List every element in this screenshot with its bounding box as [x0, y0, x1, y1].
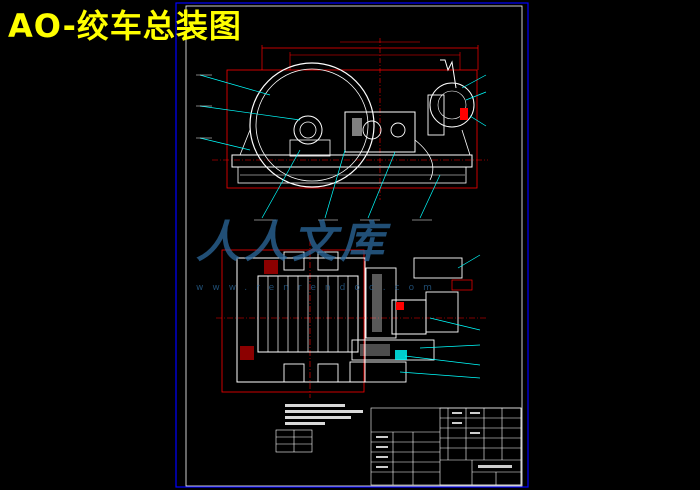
- front-dimension-box: [226, 69, 478, 189]
- technical-notes: [285, 404, 363, 425]
- drum-hub: [293, 115, 323, 145]
- top-dimension-box: [221, 249, 365, 393]
- drum-flange: [249, 62, 375, 188]
- drum-flange-inner: [255, 68, 369, 182]
- watermark-text: 人人文库: [196, 217, 388, 268]
- base-frame: [231, 154, 473, 168]
- motor-body: [429, 82, 475, 128]
- front-view: [196, 38, 488, 221]
- sheet-frame-inner: [185, 5, 523, 487]
- parameter-table: [275, 429, 313, 453]
- page-title: AO-绞车总装图: [8, 7, 242, 45]
- sheet-frame-outer: [175, 2, 529, 488]
- gearbox: [344, 111, 416, 153]
- watermark-url: www.renrendoc.com: [196, 283, 441, 293]
- top-view: [216, 240, 488, 398]
- title-block: [370, 407, 522, 486]
